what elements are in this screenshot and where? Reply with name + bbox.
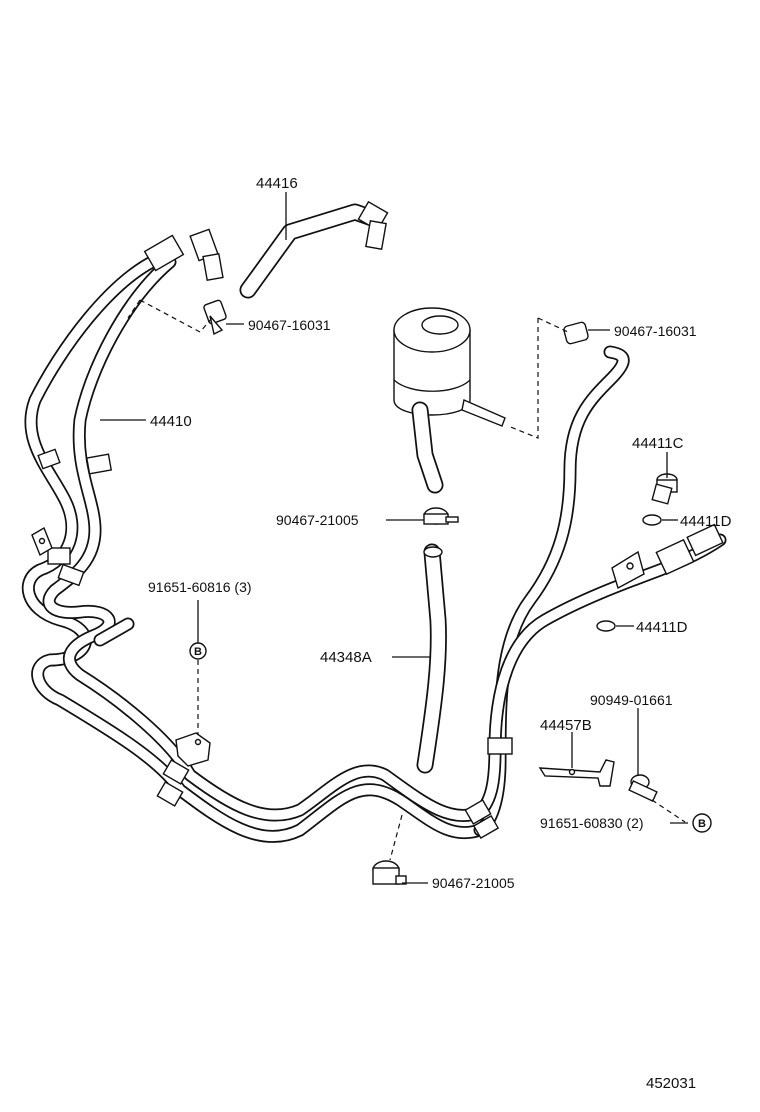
label-90467-16031-right: 90467-16031 (614, 323, 697, 339)
clamp-90949-01661 (628, 774, 658, 802)
clamp-90467-16031-left (203, 299, 227, 336)
label-90467-21005-lower: 90467-21005 (432, 875, 515, 891)
hose-44348A (416, 543, 447, 774)
label-91651-60830: 91651-60830 (2) (540, 815, 644, 831)
gasket-44411D-upper (642, 514, 662, 526)
hose-44416 (239, 200, 389, 299)
diagram-number: 452031 (646, 1075, 696, 1092)
plug-44411C (651, 473, 678, 505)
label-44348A: 44348A (320, 649, 372, 666)
label-91651-60816: 91651-60816 (3) (148, 579, 252, 595)
ref-mark-b-right: B (692, 813, 712, 833)
tube-bundle-44410 (21, 228, 727, 843)
label-44411C: 44411C (632, 435, 684, 452)
label-44411D-upper: 44411D (680, 513, 732, 530)
label-44410: 44410 (150, 413, 192, 430)
gasket-44411D-lower (596, 620, 616, 632)
reservoir-tank (393, 307, 506, 494)
clamp-90467-21005-lower (372, 860, 407, 885)
label-44416: 44416 (256, 175, 298, 192)
svg-text:B: B (194, 646, 202, 658)
clamp-90467-16031-right (563, 321, 589, 345)
bracket-44457B (538, 759, 615, 787)
ref-mark-b-left: B (189, 642, 207, 660)
label-90467-21005-upper: 90467-21005 (276, 512, 359, 528)
label-44411D-lower: 44411D (636, 619, 688, 636)
label-44457B: 44457B (540, 717, 592, 734)
label-90949-01661: 90949-01661 (590, 692, 673, 708)
label-90467-16031-left: 90467-16031 (248, 317, 331, 333)
svg-text:B: B (698, 818, 706, 830)
clamp-90467-21005-upper (423, 507, 459, 525)
